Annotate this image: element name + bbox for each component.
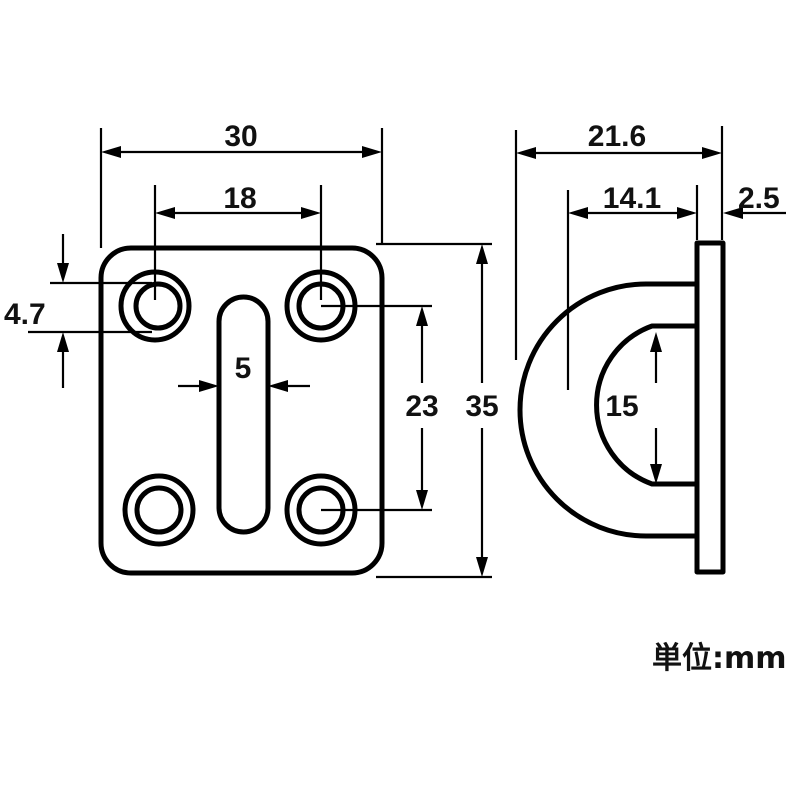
front-view [98, 245, 385, 576]
label-plate-thickness: 2.5 [738, 182, 780, 215]
label-inner-depth: 14.1 [603, 182, 661, 215]
dimension-plate-thickness: 2.5 [723, 182, 786, 219]
base-plate-outline [98, 245, 385, 576]
dimension-loop-inner-height: 15 [605, 332, 662, 484]
label-plate-height: 35 [465, 390, 498, 423]
mounting-hole-bottom-left [122, 473, 196, 547]
dimension-plate-height: 35 [376, 242, 499, 579]
unit-label: 単位:mm [652, 641, 787, 676]
dimension-inner-depth: 14.1 [566, 182, 699, 390]
dimension-plate-width: 30 [99, 120, 384, 248]
eye-loop-outer [517, 281, 700, 539]
dimension-hole-spacing-vertical: 23 [321, 304, 439, 512]
dimension-slot-width: 5 [178, 352, 310, 392]
label-hole-spacing-horizontal: 18 [223, 182, 256, 215]
label-plate-width: 30 [224, 120, 257, 153]
dimension-hole-diameter: 4.7 [4, 234, 152, 388]
side-view [517, 240, 726, 575]
dimension-total-depth: 21.6 [514, 120, 724, 360]
center-slot [216, 294, 271, 535]
label-loop-inner-height: 15 [605, 390, 638, 423]
dimension-hole-spacing-horizontal: 18 [153, 182, 323, 300]
eye-loop-inner [594, 323, 700, 487]
label-hole-diameter: 4.7 [4, 298, 46, 331]
label-slot-width: 5 [235, 352, 252, 385]
label-total-depth: 21.6 [588, 120, 646, 153]
label-hole-spacing-vertical: 23 [405, 390, 438, 423]
side-base-plate [694, 240, 726, 575]
